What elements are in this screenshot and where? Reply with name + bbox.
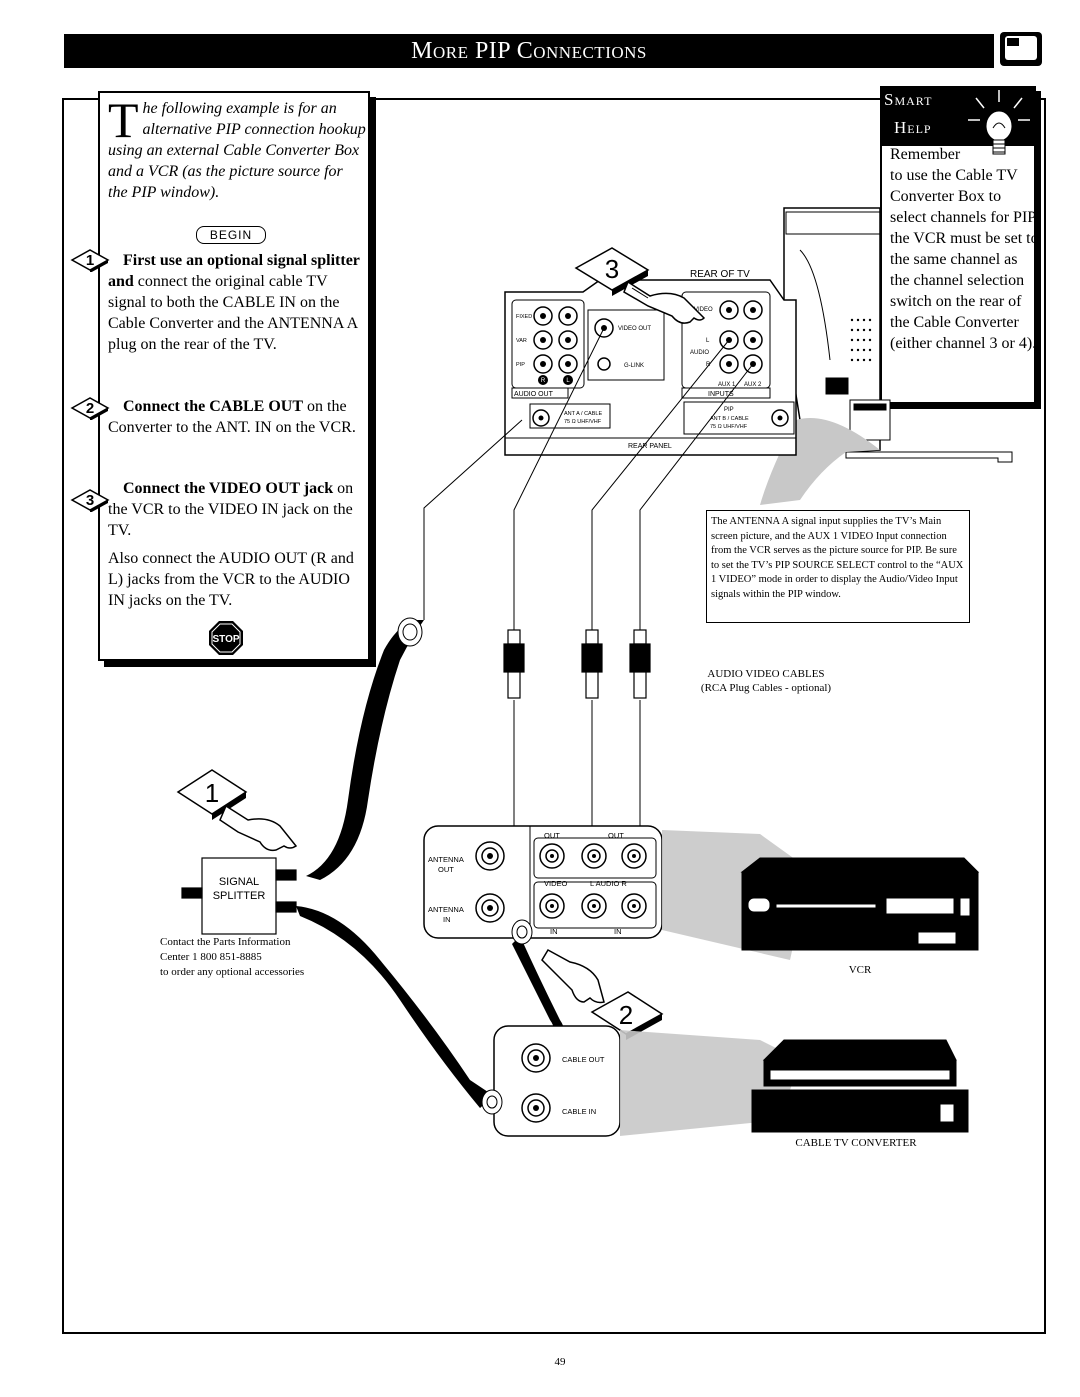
- vcr-antenna-in-label: ANTENNA: [428, 905, 464, 914]
- hand-1-icon: [219, 804, 298, 852]
- rear-panel-label: REAR PANEL: [628, 443, 672, 450]
- vcr-in-2-label: IN: [614, 927, 622, 936]
- svg-text:3: 3: [605, 254, 619, 284]
- ant-b-sub-label: 75 Ω UHF/VHF: [710, 424, 748, 430]
- stop-label: STOP: [212, 634, 239, 645]
- inputs-label: INPUTS: [708, 391, 734, 398]
- splitter-label-1: SIGNAL: [218, 876, 260, 888]
- antenna-note: The ANTENNA A signal input supplies the …: [706, 510, 970, 623]
- vcr-video-label: VIDEO: [544, 879, 568, 888]
- ant-a-label: ANT A / CABLE: [564, 411, 602, 417]
- fixed-label: FIXED: [516, 314, 532, 320]
- tv-vent: [850, 318, 872, 362]
- ant-b-label: ANT B / CABLE: [710, 416, 749, 422]
- smart-help-remember: Remember: [890, 146, 961, 163]
- tv-l-label: L: [566, 378, 570, 384]
- glink-label: G-LINK: [624, 363, 644, 369]
- vcr-unit: [740, 857, 980, 951]
- ant-a-sub-label: 75 Ω UHF/VHF: [564, 419, 602, 425]
- page-title: More PIP Connections: [64, 34, 994, 68]
- steps-panel: [98, 91, 370, 661]
- converter-rear-panel: [493, 1025, 621, 1137]
- begin-badge: BEGIN: [196, 226, 266, 244]
- vcr-audio-label: L AUDIO R: [590, 879, 627, 888]
- step-3-text: Connect the VIDEO OUT jack on the VCR to…: [108, 480, 354, 539]
- tv-jack-centers: [538, 307, 783, 421]
- tv-icon: [1000, 32, 1042, 66]
- step-3-arrow-icon: 3: [70, 489, 110, 512]
- also-text: Also connect the AUDIO OUT (R and L) jac…: [108, 550, 354, 609]
- parts-info-1: Contact the Parts Information: [160, 936, 291, 948]
- vcr-out-1-label: OUT: [544, 831, 560, 840]
- svg-text:2: 2: [619, 1000, 633, 1030]
- step-1-text: First use an optional signal splitter an…: [108, 252, 360, 353]
- vcr-jack-centers: [487, 853, 636, 911]
- parts-info-2: Center 1 800 851-8885: [160, 951, 262, 963]
- coax-vcr-to-converter: [512, 936, 565, 1056]
- coax-connector-converter: [481, 1089, 503, 1115]
- converter-unit: [751, 1039, 969, 1133]
- rca-plugs: [503, 629, 651, 699]
- video-out-label: VIDEO OUT: [618, 326, 651, 332]
- coax-to-converter: [296, 906, 494, 1108]
- cables: [423, 327, 754, 848]
- step-2-text: Connect the CABLE OUT on the Converter t…: [108, 398, 356, 436]
- cable-in-label: CABLE IN: [562, 1107, 596, 1116]
- svg-text:2: 2: [86, 400, 94, 417]
- pip-out-label: PIP: [516, 362, 525, 368]
- vcr-antenna-out2-label: OUT: [438, 865, 454, 874]
- smart-help-text: Remember to use the Cable TV Converter B…: [890, 146, 1039, 352]
- tv-r-label: R: [541, 378, 546, 384]
- audio-out-label: AUDIO OUT: [514, 391, 554, 398]
- var-label: VAR: [516, 338, 527, 344]
- signal-splitter: [181, 857, 297, 935]
- svg-text:1: 1: [86, 252, 94, 269]
- step-1-arrow-icon: 1: [70, 249, 110, 272]
- aux1-label: AUX 1: [718, 382, 736, 388]
- rear-of-tv-label: REAR OF TV: [690, 269, 750, 280]
- vcr-out-2-label: OUT: [608, 831, 624, 840]
- svg-text:1: 1: [205, 778, 219, 808]
- smart-help-title-2: Help: [894, 118, 932, 137]
- hand-3-icon: [623, 280, 706, 324]
- tv-audio-label: AUDIO: [690, 350, 709, 356]
- cables-title: AUDIO VIDEO CABLES: [707, 668, 825, 680]
- smart-help-header: [880, 86, 1036, 146]
- page-number: 49: [554, 1356, 566, 1368]
- step-1-marker: 1: [176, 769, 248, 820]
- step-2-arrow-icon: 2: [70, 397, 110, 420]
- coax-connector-vcr: [511, 919, 533, 945]
- splitter-label-2: SPLITTER: [212, 890, 266, 902]
- parts-info-3: to order any optional accessories: [160, 966, 305, 978]
- content-frame: [62, 98, 1046, 1334]
- smart-help-title-1: Smart: [884, 90, 933, 109]
- tv-l-small-label: L: [706, 338, 710, 344]
- hand-2-icon: [541, 948, 605, 1004]
- coax-connector-top: [397, 617, 423, 647]
- cable-out-label: CABLE OUT: [562, 1055, 605, 1064]
- vcr-antenna-in2-label: IN: [443, 915, 451, 924]
- vcr-in-1-label: IN: [550, 927, 558, 936]
- cables-subtitle: (RCA Plug Cables - optional): [700, 682, 832, 694]
- lightbulb-icon: [968, 90, 1030, 155]
- coax-to-tv: [306, 620, 424, 880]
- cable-converter-label: CABLE TV CONVERTER: [795, 1137, 917, 1149]
- vcr-label: VCR: [848, 964, 872, 976]
- vcr-antenna-out-label: ANTENNA: [428, 855, 464, 864]
- stop-sign-icon: STOP: [209, 621, 243, 655]
- pip-in-label: PIP: [724, 407, 734, 413]
- aux2-label: AUX 2: [744, 382, 762, 388]
- tv-body: [783, 207, 1013, 463]
- svg-text:3: 3: [86, 492, 94, 509]
- dropcap: T: [108, 92, 139, 148]
- tv-video-label: VIDEO: [694, 307, 713, 313]
